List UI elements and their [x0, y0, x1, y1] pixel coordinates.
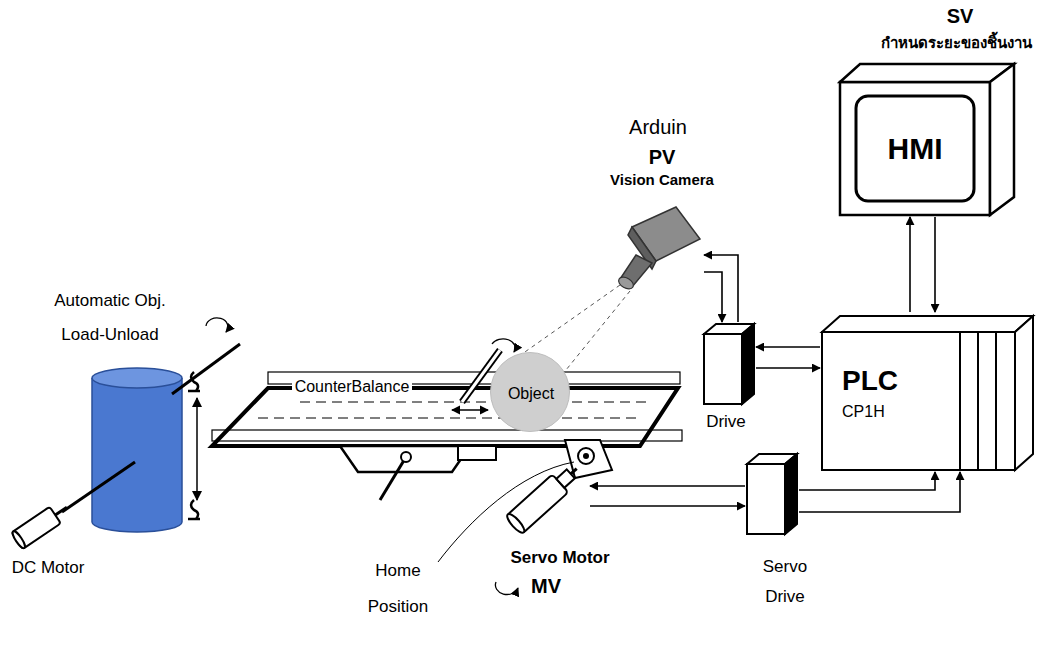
- servo-drive-label: Servo Drive: [754, 552, 816, 612]
- pivot: [401, 452, 411, 462]
- cylinder-top: [92, 368, 182, 388]
- plc-label: PLC: [842, 364, 952, 398]
- controller-label: Arduin: [613, 115, 703, 139]
- setpoint-note: กำหนดระยะของชิ้นงาน: [851, 34, 1061, 52]
- dc-motor-label: DC Motor: [0, 558, 98, 578]
- load-cylinder: [92, 378, 182, 532]
- loader-label: Automatic Obj. Load-Unload: [35, 284, 185, 352]
- camera-drive: Drive: [702, 322, 756, 406]
- object-label: Object: [493, 384, 569, 403]
- pv-label: PV: [632, 145, 692, 169]
- signal-arrow: [590, 485, 745, 487]
- rotation-arrow: [495, 582, 518, 594]
- mv-label: MV: [521, 574, 571, 598]
- model-label: CP1H: [842, 402, 952, 421]
- table-board: [212, 388, 678, 446]
- gripper-top: [188, 372, 200, 391]
- guide-line: [258, 418, 640, 419]
- pivot-bracket: [340, 446, 470, 472]
- rotation-arrow: [492, 339, 515, 352]
- signal-arrow: [799, 472, 935, 490]
- gripper-bottom: [188, 500, 200, 519]
- slide-arrow: [452, 409, 488, 410]
- home-leader: [438, 462, 574, 562]
- signal-arrow: [909, 217, 911, 312]
- dc-motor: DC Motor: [6, 496, 78, 552]
- signal-arrow: [934, 217, 936, 312]
- vision-camera: ArduinPVVision Camera: [612, 205, 704, 293]
- pulley: [578, 448, 594, 464]
- hmi-monitor: SVกำหนดระยะของชิ้นงานHMI: [838, 62, 1018, 217]
- rotation-arrow: [206, 318, 228, 332]
- bracket-block: [458, 446, 496, 460]
- signal-arrow: [704, 255, 738, 322]
- view-line: [566, 291, 630, 370]
- object-circle: Object: [490, 352, 570, 432]
- servo-motor-label: Servo Motor: [495, 548, 625, 568]
- drive-label: Drive: [696, 412, 756, 432]
- camera-label: Vision Camera: [587, 171, 737, 189]
- hmi-label: HMI: [860, 131, 970, 167]
- signal-arrow: [704, 272, 722, 322]
- part-label: CounterBalance: [272, 377, 432, 397]
- home-label: Home Position: [358, 553, 438, 625]
- signal-arrow: [756, 346, 820, 348]
- servo-drive: Servo Drive: [745, 452, 799, 536]
- label-patch: CounterBalance: [292, 378, 413, 395]
- pulley-housing: [565, 440, 612, 478]
- pivot-shaft: [380, 457, 406, 500]
- loader-arm: [172, 344, 240, 394]
- signal-arrow: [799, 472, 960, 512]
- signal-arrow: [756, 367, 820, 369]
- bottom-rail: [212, 430, 682, 441]
- plc-unit: PLC CP1H: [820, 312, 1035, 472]
- servo-motor: Servo MotorMV: [498, 452, 590, 544]
- signal-arrow: [590, 505, 745, 507]
- stroke-arrow: [196, 398, 198, 500]
- pulley-hub: [583, 453, 589, 459]
- motor-rod: [62, 462, 135, 512]
- guide-line: [300, 402, 650, 403]
- sv-label: SV: [930, 4, 990, 28]
